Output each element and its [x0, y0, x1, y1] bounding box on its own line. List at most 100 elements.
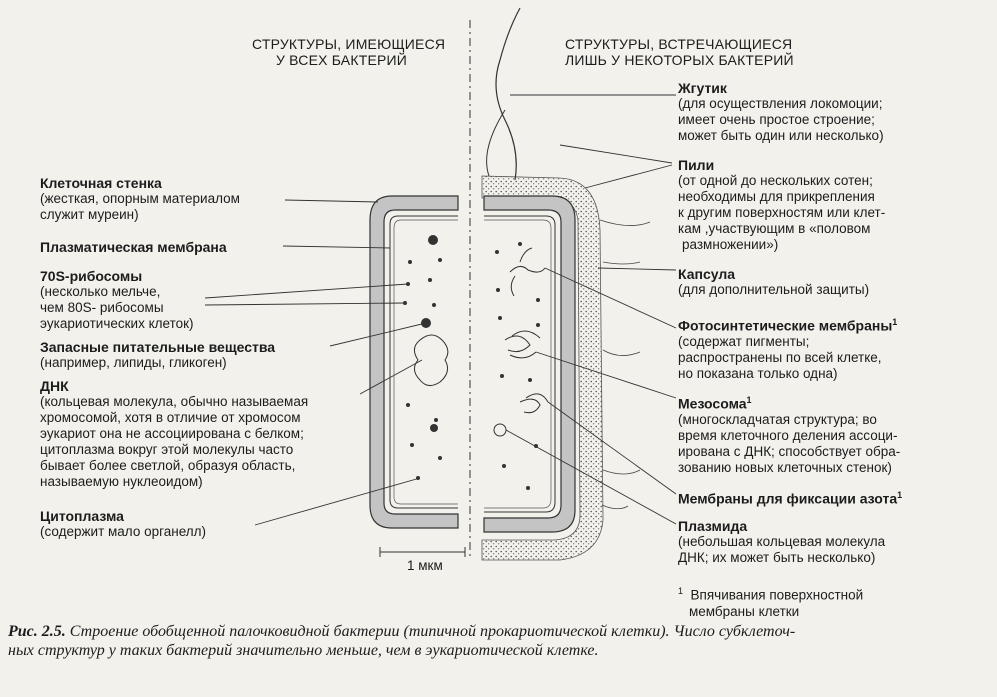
ribosome: [438, 456, 442, 460]
label-line: размножении»): [682, 237, 779, 252]
label-title: Пили: [678, 157, 715, 173]
label-line: к другим поверхностям или клет-: [678, 205, 886, 220]
label-line: (от одной до нескольких сотен;: [678, 173, 873, 188]
footnote: 1 Впячивания поверхностной мембраны клет…: [678, 583, 863, 620]
label-cytoplasm: Цитоплазма (содержит мало органелл): [40, 508, 206, 540]
ribosome: [500, 374, 504, 378]
ribosome: [432, 303, 436, 307]
label-line: бывает более светлой, образуя область,: [40, 458, 296, 473]
label-line: имеет очень простое строение;: [678, 112, 875, 127]
nucleoid-dna: [414, 334, 449, 386]
label-line: (например, липиды, гликоген): [40, 355, 227, 370]
label-mesosome: Мезосома1 (многоскладчатая структура; во…: [678, 392, 900, 476]
footnote-mark: 1: [678, 586, 684, 596]
ribosome: [518, 242, 522, 246]
ribosome: [408, 260, 412, 264]
label-flagellum: Жгутик (для осуществления локомоции; име…: [678, 80, 884, 144]
reserve-granule: [430, 424, 438, 432]
ribosome: [438, 258, 442, 262]
label-line: эукариот она не ассоциирована с белком;: [40, 426, 304, 441]
scale-label: 1 мкм: [407, 558, 443, 573]
label-line: (содержит мало органелл): [40, 524, 207, 539]
label-title: 70S-рибосомы: [40, 268, 143, 284]
footnote-mark: 1: [892, 317, 898, 327]
caption-line: ных структур у таких бактерий значительн…: [8, 642, 599, 659]
label-line: необходимы для прикрепления: [678, 189, 875, 204]
label-line: служит муреин): [40, 207, 139, 222]
label-line: время клеточного деления ассоци-: [678, 427, 898, 443]
label-line: (жесткая, опорным материалом: [40, 191, 240, 206]
label-line: называемую нуклеоидом): [40, 474, 203, 489]
label-line: может быть один или несколько): [678, 128, 884, 143]
label-title: Цитоплазма: [40, 508, 124, 524]
label-title: Мембраны для фиксации азота: [678, 490, 898, 507]
left-leaders: [204, 199, 427, 526]
label-line: цитоплазма вокруг этой молекулы часто: [40, 442, 294, 457]
plasma-membrane-left: [389, 215, 458, 509]
label-pili: Пили (от одной до нескольких сотен; необ…: [678, 157, 885, 253]
ribosome: [406, 403, 410, 407]
label-line: (содержат пигменты;: [678, 333, 810, 349]
label-line: (многоскладчатая структура; во: [678, 411, 877, 427]
label-line: распространены по всей клетке,: [678, 349, 882, 365]
ribosome: [495, 250, 499, 254]
label-capsule: Капсула (для дополнительной защиты): [678, 266, 869, 298]
caption-line: Строение обобщенной палочковидной бактер…: [65, 623, 796, 640]
label-dna: ДНК (кольцевая молекула, обычно называем…: [40, 378, 308, 490]
label-ribosomes: 70S-рибосомы (несколько мельче, чем 80S-…: [40, 268, 194, 332]
label-line: чем 80S- рибосомы: [40, 300, 164, 315]
label-title: Мезосома: [678, 395, 747, 412]
label-title: Капсула: [678, 266, 736, 282]
label-reserves: Запасные питательные вещества (например,…: [40, 339, 275, 371]
label-line: (для осуществления локомоции;: [678, 96, 883, 111]
ribosome: [502, 464, 506, 468]
label-title: Жгутик: [678, 80, 727, 96]
ribosome: [536, 323, 540, 327]
header-left-line: СТРУКТУРЫ, ИМЕЮЩИЕСЯ: [252, 36, 446, 52]
pilus: [599, 219, 651, 226]
label-line: кам ,участвующим в «половом: [678, 221, 871, 236]
ribosome: [528, 378, 532, 382]
label-cell-wall: Клеточная стенка (жесткая, опорным матер…: [40, 175, 240, 223]
label-line: (несколько мельче,: [40, 284, 161, 299]
header-right-line: ЛИШЬ У НЕКОТОРЫХ БАКТЕРИЙ: [565, 52, 794, 68]
plasma-membrane-right: [484, 215, 556, 513]
header-right-line: СТРУКТУРЫ, ВСТРЕЧАЮЩИЕСЯ: [565, 36, 793, 52]
label-title: ДНК: [40, 378, 69, 394]
mesosome: [504, 330, 541, 359]
label-line: хромосомой, хотя в отличие от хромосом: [40, 410, 301, 425]
ribosome: [428, 278, 432, 282]
ribosome: [498, 316, 502, 320]
cell-wall-left: [369, 195, 459, 529]
ribosome: [526, 486, 530, 490]
label-line: эукариотических клеток): [40, 316, 194, 331]
ribosome: [410, 443, 414, 447]
ribosome: [434, 418, 438, 422]
nitrogen-membrane: [519, 393, 549, 414]
figure-caption: Рис. 2.5. Строение обобщенной палочковид…: [8, 622, 988, 660]
label-plasmid: Плазмида (небольшая кольцевая молекула Д…: [678, 518, 885, 566]
footnote-mark: 1: [746, 395, 752, 405]
flagellum: [495, 7, 521, 181]
label-line: но показана только одна): [678, 365, 838, 381]
label-title: Запасные питательные вещества: [40, 339, 276, 355]
pilus: [601, 504, 629, 510]
ribosome: [536, 298, 540, 302]
reserve-granule: [428, 235, 438, 245]
cell-wall-right: [483, 195, 576, 533]
label-line: ирована с ДНК; способствует обра-: [678, 443, 901, 459]
caption-lead: Рис. 2.5.: [8, 623, 66, 640]
label-line: ДНК; их может быть несколько): [678, 550, 876, 565]
label-plasma-membrane: Плазматическая мембрана: [40, 239, 227, 255]
header-left-line: У ВСЕХ БАКТЕРИЙ: [276, 52, 408, 68]
header-right: СТРУКТУРЫ, ВСТРЕЧАЮЩИЕСЯ ЛИШЬ У НЕКОТОРЫ…: [565, 36, 794, 68]
footnote-mark: 1: [897, 490, 903, 500]
scale-bar: [379, 547, 466, 557]
label-title: Клеточная стенка: [40, 175, 162, 191]
label-line: (кольцевая молекула, обычно называемая: [40, 394, 309, 409]
pilus: [602, 349, 641, 356]
pilus: [602, 469, 641, 475]
label-photosynthetic: Фотосинтетические мембраны1 (содержат пи…: [678, 314, 897, 382]
capsule: [481, 175, 604, 561]
